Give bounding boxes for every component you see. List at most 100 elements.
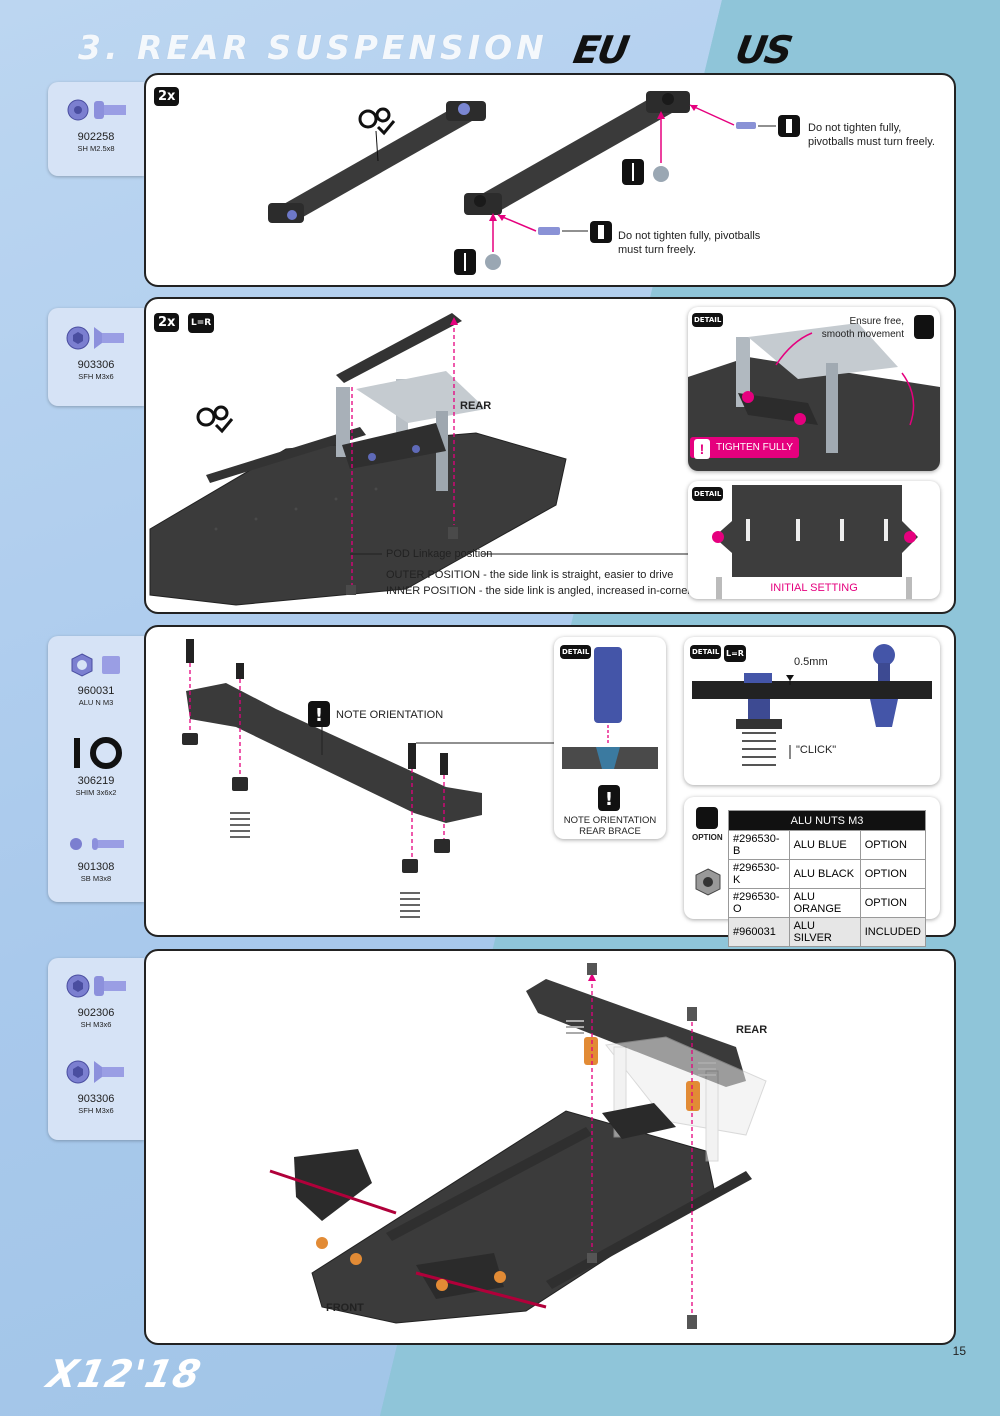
part-description: ALU N M3	[78, 698, 114, 707]
table-cell: #296530-K	[728, 859, 790, 889]
gears-check-icon	[196, 405, 234, 434]
rear-label: REAR	[736, 1024, 768, 1036]
step4-parts-bag: 902306 SH M3x6 903306 SFH M3x6	[48, 958, 144, 1140]
detail-gap-illustration	[692, 644, 932, 766]
screw-icon	[587, 963, 597, 975]
note-line: Do not tighten fully,	[808, 122, 902, 134]
multiplier-badge: 2x	[154, 313, 180, 332]
detail-magnifier-icon: DETAIL	[560, 645, 592, 659]
initial-setting-label: INITIAL SETTING	[770, 582, 858, 594]
carbon-chassis-plate	[150, 433, 566, 605]
table-cell: OPTION	[859, 859, 927, 889]
part-item: 901308 SB M3x8	[48, 832, 144, 883]
screw-icon	[538, 227, 560, 235]
part-number: 306219	[77, 775, 115, 787]
part-number: 902258	[77, 131, 115, 143]
part-description: SH M3x6	[80, 1020, 112, 1029]
detail-magnifier-icon: DETAIL	[692, 313, 724, 327]
rear-brace	[186, 683, 482, 823]
table-cell: #296530-O	[728, 888, 790, 918]
detail-bubble-pod-movement: DETAIL Ensure free, smooth movement ! TI…	[688, 307, 940, 471]
note-line: pivotballs must turn freely.	[808, 136, 935, 148]
warning-icon	[308, 701, 330, 727]
note-orientation-label: NOTE ORIENTATION	[336, 709, 444, 721]
nut-icon	[434, 839, 450, 853]
pod-linkage-label: POD Linkage position	[386, 548, 493, 560]
part-item: 960031 ALU N M3	[48, 650, 144, 707]
step4-panel: REAR FRONT	[144, 949, 956, 1345]
outer-position-note: OUTER POSITION - the side link is straig…	[386, 569, 674, 581]
nut-icon	[402, 859, 418, 873]
page-number: 15	[952, 1344, 966, 1358]
spring-icon	[698, 1062, 716, 1076]
detail-plate-illustration	[712, 485, 918, 599]
part-item: 902306 SH M3x6	[48, 972, 144, 1029]
pivot-link-assembled	[268, 101, 486, 223]
page-title: 3. REAR SUSPENSION	[78, 28, 548, 67]
detail-magnifier-icon: DETAIL	[692, 487, 724, 501]
screw-icon	[687, 1315, 697, 1329]
shim-icon	[584, 1037, 598, 1065]
part-description: SFH M3x6	[78, 372, 114, 381]
detail-brace-illustration: !	[562, 647, 658, 811]
pivotball-icon	[653, 166, 669, 182]
inner-position-note: INNER POSITION - the side link is angled…	[386, 585, 734, 597]
screw-icon	[448, 527, 458, 539]
spring-icon	[566, 1020, 584, 1034]
cap-screw-icon	[66, 974, 126, 998]
note-line: Ensure free,	[849, 316, 904, 327]
button-head-screw-icon	[70, 838, 124, 850]
table-cell: ALU BLUE	[788, 830, 861, 860]
part-description: SB M3x8	[80, 874, 112, 883]
nut-icon	[232, 777, 248, 791]
alu-nut-icon	[71, 653, 120, 677]
option-label: OPTION	[692, 833, 723, 842]
step3-illustration: !	[182, 639, 586, 918]
option-table-title: ALU NUTS M3	[728, 810, 926, 831]
detail-bubble-gap: DETAIL L=R 0.5mm "CLICK"	[684, 637, 940, 785]
lr-symmetric-badge: L=R	[724, 645, 746, 662]
alu-nut-option-icon	[695, 868, 721, 896]
shim-icon	[686, 1081, 700, 1111]
thumbs-up-icon	[696, 807, 718, 829]
table-cell: INCLUDED	[859, 917, 927, 947]
gap-label: 0.5mm	[794, 656, 828, 668]
spring-icon	[400, 892, 420, 918]
svg-text:!: !	[605, 789, 613, 810]
screw-icon	[346, 585, 356, 595]
carbon-chassis-plate	[311, 1110, 715, 1324]
upper-link	[336, 313, 462, 383]
part-number: 960031	[77, 685, 115, 697]
part-number: 902306	[77, 1007, 115, 1019]
pivot-link-exploded	[464, 91, 690, 215]
tighten-fully-warning: ! TIGHTEN FULLY	[690, 437, 800, 459]
note-line: REAR BRACE	[579, 826, 641, 837]
screw-icon	[687, 1007, 697, 1021]
eu-logo: EU	[570, 28, 631, 72]
multiplier-badge: 2x	[154, 87, 180, 106]
part-description: SFH M3x6	[78, 1106, 114, 1115]
part-item: 903306 SFH M3x6	[48, 1058, 144, 1115]
shim-icon	[74, 737, 122, 769]
part-item: 306219 SHIM 3x6x2	[48, 736, 144, 797]
ball-stud-icon	[186, 639, 194, 663]
screw-icon	[587, 1253, 597, 1263]
step4-illustration	[269, 963, 767, 1329]
detail-magnifier-icon: DETAIL	[690, 645, 722, 659]
screw-icon	[736, 122, 756, 129]
part-number: 901308	[77, 861, 115, 873]
detail-note: Ensure free, smooth movement	[822, 315, 904, 341]
table-cell: ALU SILVER	[788, 917, 861, 947]
table-cell: #960031	[728, 917, 790, 947]
side-link	[206, 427, 366, 483]
detail-orientation-note: NOTE ORIENTATION REAR BRACE	[554, 815, 666, 837]
gears-check-icon	[358, 107, 396, 162]
part-number: 903306	[77, 1093, 115, 1105]
flat-head-screw-icon	[66, 326, 124, 350]
detail-bubble-initial-setting: DETAIL INITIAL SETTING	[688, 481, 940, 599]
us-logo: US	[732, 28, 795, 72]
spring-icon	[230, 812, 250, 838]
